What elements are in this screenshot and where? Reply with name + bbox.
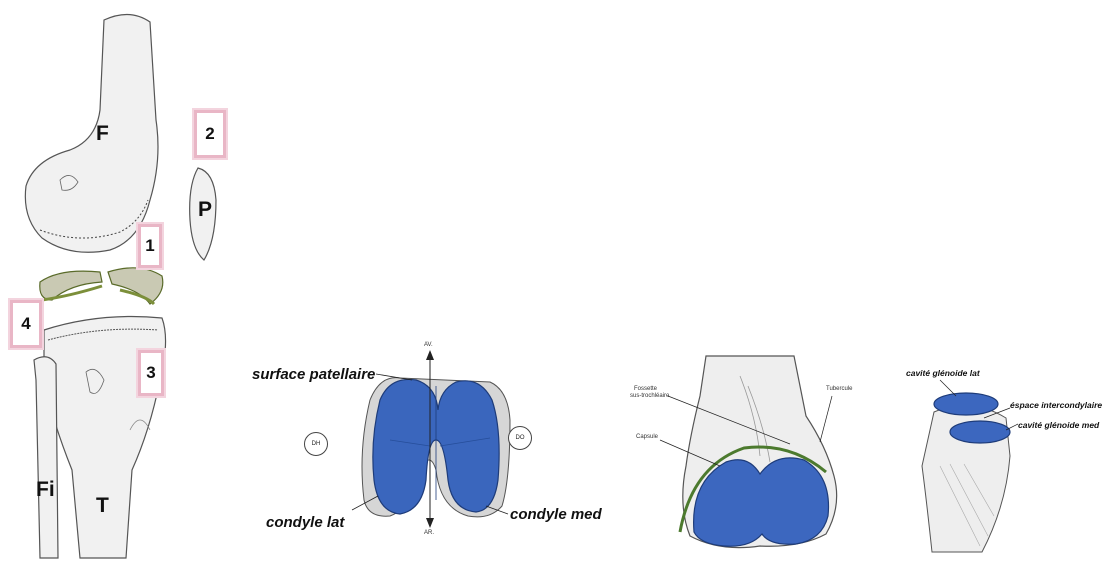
axis-bottom-label: AR. (424, 530, 434, 536)
tubercule-label: Tubercule (826, 386, 852, 393)
femur-label: F (96, 122, 109, 146)
femur-shape (25, 14, 158, 252)
axis-top-label: AV. (424, 342, 433, 348)
meniscus-medial (108, 268, 163, 304)
fossette-label-line1: Fossette (634, 386, 657, 393)
cavite-glenoide-lat-label: cavité glénoide lat (906, 368, 980, 378)
cavite-glenoide-med-label: cavité glénoide med (1018, 420, 1099, 430)
lateral-glenoid-cavity (934, 393, 998, 415)
surface-patellaire-label: surface patellaire (252, 366, 375, 383)
espace-intercondylaire-label: éspace intercondylaire (1010, 400, 1102, 410)
fibula-label: Fi (36, 478, 55, 502)
marker-3: 3 (138, 350, 164, 396)
fibula-shape (34, 357, 58, 558)
knee-joint-figure: F P Fi T 1 2 3 4 (0, 0, 240, 561)
circle-label-right: DO (508, 426, 532, 450)
condyle-med-label: condyle med (510, 506, 602, 523)
fossette-label-line2: sus-trochléaire (630, 393, 669, 400)
medial-glenoid-cavity (950, 421, 1010, 443)
marker-1: 1 (138, 224, 162, 268)
tibial-plateau-drawing (870, 356, 1119, 561)
femoral-condyles-figure: AV. AR. DH DO surface patellaire condyle… (240, 330, 620, 561)
tibial-plateau-figure: cavité glénoide lat éspace intercondylai… (870, 356, 1119, 561)
marker-2: 2 (194, 110, 226, 158)
tibia-label: T (96, 494, 109, 518)
condyle-lat-label: condyle lat (266, 514, 344, 531)
marker-4: 4 (10, 300, 42, 348)
patella-label: P (198, 198, 212, 222)
distal-femur-figure: Fossette sus-trochléaire Capsule Tubercu… (620, 356, 870, 561)
capsule-label: Capsule (636, 434, 658, 441)
circle-label-left: DH (304, 432, 328, 456)
knee-joint-drawing (0, 0, 240, 561)
